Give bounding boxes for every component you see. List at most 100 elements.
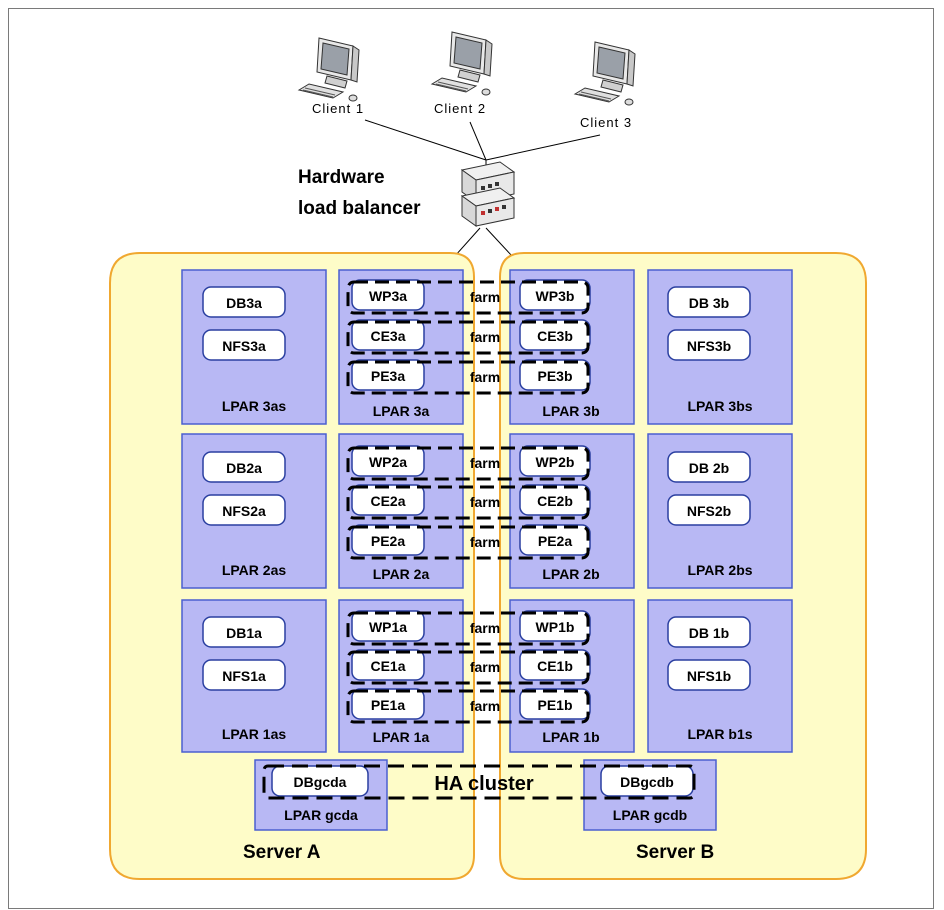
lpar-gcda: DBgcda LPAR gcda bbox=[254, 759, 388, 831]
component-box bbox=[667, 329, 751, 361]
load-balancer-icon bbox=[460, 161, 516, 227]
component-label: DB 2b bbox=[689, 460, 729, 476]
component-box bbox=[667, 494, 751, 526]
component-label: WP3b bbox=[536, 288, 575, 304]
lpar-label: LPAR 3bs bbox=[687, 398, 752, 414]
lpar-label: LPAR 3a bbox=[373, 403, 430, 419]
lpar-gcdb: DBgcdb LPAR gcdb bbox=[583, 759, 717, 831]
component-box bbox=[351, 688, 425, 720]
component-label: PE2a bbox=[371, 533, 405, 549]
component-box bbox=[519, 279, 591, 311]
component-box bbox=[519, 484, 591, 516]
farm-label: farm bbox=[470, 494, 500, 510]
component-label: PE2a bbox=[538, 533, 572, 549]
lpar-label: LPAR 2as bbox=[222, 562, 287, 578]
component-box bbox=[202, 329, 286, 361]
farm-label: farm bbox=[470, 369, 500, 385]
component-box bbox=[202, 451, 286, 483]
ha-cluster-label: HA cluster bbox=[434, 773, 534, 795]
component-label: WP2a bbox=[369, 454, 407, 470]
component-label: WP3a bbox=[369, 288, 407, 304]
component-label: PE3b bbox=[537, 368, 572, 384]
server-a-label: Server A bbox=[243, 842, 321, 863]
component-label: CE3a bbox=[370, 328, 405, 344]
lpar-label: LPAR 1as bbox=[222, 726, 287, 742]
component-box bbox=[519, 610, 591, 642]
component-box bbox=[519, 359, 591, 391]
component-box bbox=[351, 359, 425, 391]
client-3: Client 3 bbox=[574, 41, 636, 130]
lpar-1a: WP1a CE1a PE1a LPAR 1a bbox=[338, 599, 464, 753]
component-label: CE2a bbox=[370, 493, 405, 509]
component-label: PE1b bbox=[537, 697, 572, 713]
farm-label: farm bbox=[470, 534, 500, 550]
lpar-2as: DB2a NFS2a LPAR 2as bbox=[181, 433, 327, 589]
lpar-label: LPAR 2a bbox=[373, 566, 430, 582]
component-box bbox=[202, 616, 286, 648]
lpar-2b: WP2b CE2b PE2a LPAR 2b bbox=[509, 433, 635, 589]
component-label: DB1a bbox=[226, 625, 262, 641]
component-box bbox=[351, 649, 425, 681]
load-balancer-label-line1: Hardware bbox=[298, 167, 385, 188]
component-label: NFS1b bbox=[687, 668, 731, 684]
lpar-3b: WP3b CE3b PE3b LPAR 3b bbox=[509, 269, 635, 425]
lpar-label: LPAR gcda bbox=[284, 807, 358, 823]
lpar-1b: WP1b CE1b PE1b LPAR 1b bbox=[509, 599, 635, 753]
lpar-1as: DB1a NFS1a LPAR 1as bbox=[181, 599, 327, 753]
component-label: NFS3a bbox=[222, 338, 266, 354]
component-label: CE1b bbox=[537, 658, 573, 674]
component-box bbox=[351, 484, 425, 516]
client-2: Client 2 bbox=[431, 31, 493, 116]
component-box bbox=[667, 616, 751, 648]
component-label: PE1a bbox=[371, 697, 405, 713]
lpar-label: LPAR 2b bbox=[542, 566, 599, 582]
component-box bbox=[202, 494, 286, 526]
load-balancer-label-line2: load balancer bbox=[298, 198, 421, 219]
lpar-label: LPAR 3as bbox=[222, 398, 287, 414]
lpar-3a: WP3a CE3a PE3a LPAR 3a bbox=[338, 269, 464, 425]
lpar-label: LPAR 1b bbox=[542, 729, 599, 745]
lpar-label: LPAR b1s bbox=[687, 726, 752, 742]
farm-label: farm bbox=[470, 329, 500, 345]
client-label: Client 1 bbox=[312, 101, 364, 116]
lpar-label: LPAR 3b bbox=[542, 403, 599, 419]
lpar-label: LPAR 2bs bbox=[687, 562, 752, 578]
client-1: Client 1 bbox=[298, 37, 364, 116]
component-box bbox=[351, 319, 425, 351]
component-label: NFS1a bbox=[222, 668, 266, 684]
lpar-3as: DB3a NFS3a LPAR 3as bbox=[181, 269, 327, 425]
computer-icon bbox=[431, 31, 493, 96]
component-box bbox=[351, 445, 425, 477]
component-label: CE3b bbox=[537, 328, 573, 344]
server-b-label: Server B bbox=[636, 842, 714, 863]
component-box bbox=[519, 445, 591, 477]
component-box bbox=[667, 451, 751, 483]
component-label: NFS2a bbox=[222, 503, 266, 519]
component-label: DBgcdb bbox=[620, 774, 674, 790]
farm-label: farm bbox=[470, 698, 500, 714]
component-label: DB 3b bbox=[689, 295, 729, 311]
component-label: DB 1b bbox=[689, 625, 729, 641]
component-box bbox=[351, 524, 425, 556]
component-box bbox=[519, 649, 591, 681]
component-label: CE1a bbox=[370, 658, 405, 674]
component-box bbox=[667, 659, 751, 691]
component-box bbox=[519, 688, 591, 720]
lpar-2a: WP2a CE2a PE2a LPAR 2a bbox=[338, 433, 464, 589]
component-box bbox=[667, 286, 751, 318]
component-label: WP1a bbox=[369, 619, 407, 635]
ha-cluster-link: HA cluster bbox=[262, 764, 696, 800]
lpar-label: LPAR 1a bbox=[373, 729, 430, 745]
lpar-3bs: DB 3b NFS3b LPAR 3bs bbox=[647, 269, 793, 425]
diagram-frame bbox=[8, 8, 934, 909]
component-box bbox=[351, 610, 425, 642]
load-balancer: Hardware load balancer bbox=[298, 161, 516, 227]
component-box bbox=[519, 524, 591, 556]
lpar-label: LPAR gcdb bbox=[613, 807, 687, 823]
farm-label: farm bbox=[470, 289, 500, 305]
lpar-2bs: DB 2b NFS2b LPAR 2bs bbox=[647, 433, 793, 589]
farm-links bbox=[346, 280, 590, 724]
component-box bbox=[202, 659, 286, 691]
